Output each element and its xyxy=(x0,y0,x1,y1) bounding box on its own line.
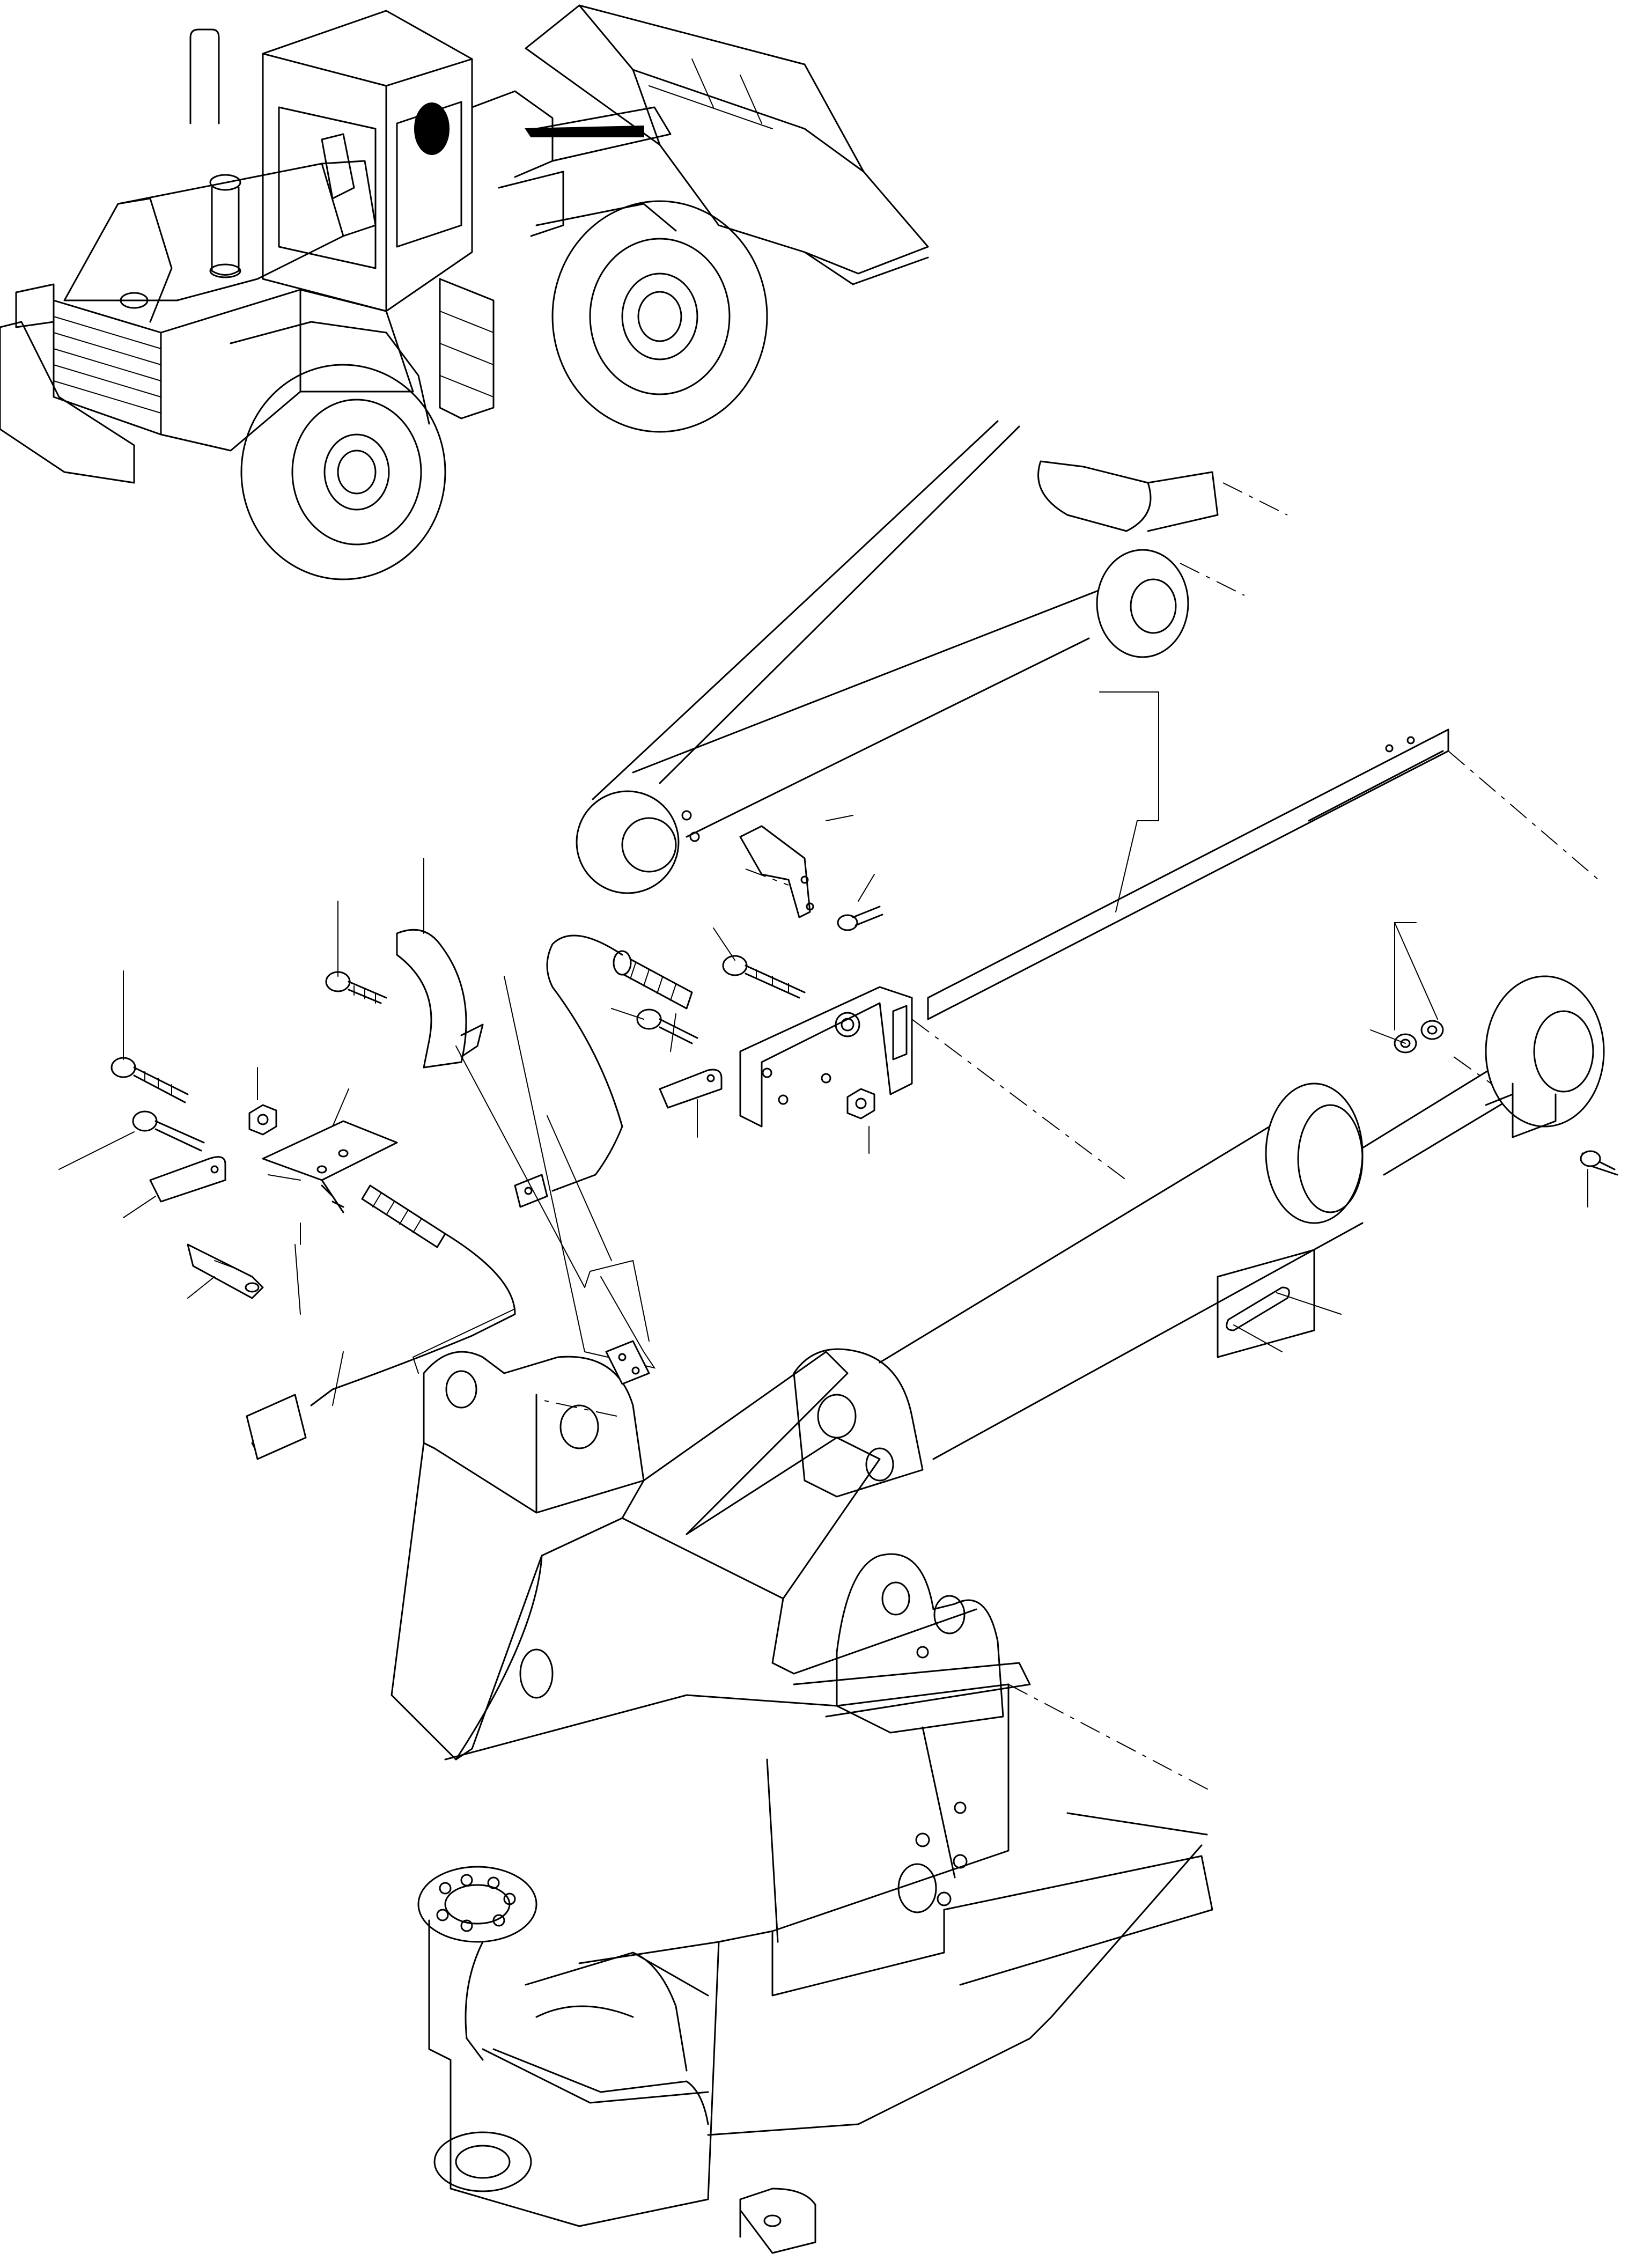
nut xyxy=(248,1067,875,1154)
lift-arm xyxy=(576,420,1288,894)
long-bar xyxy=(927,691,1599,1020)
actuator-plate xyxy=(396,858,484,1069)
sensor-bracket xyxy=(739,986,913,1128)
bolt xyxy=(58,874,883,1170)
washer xyxy=(1420,1020,1444,1040)
loader-overview xyxy=(0,4,929,580)
guard-plate xyxy=(739,815,853,918)
lift-cylinder xyxy=(879,922,1618,1460)
front-frame xyxy=(391,1348,1213,2254)
location-marker xyxy=(414,102,450,155)
clamp xyxy=(123,1069,723,1299)
proximity-sensor xyxy=(246,934,693,1460)
connector xyxy=(262,1088,398,1213)
